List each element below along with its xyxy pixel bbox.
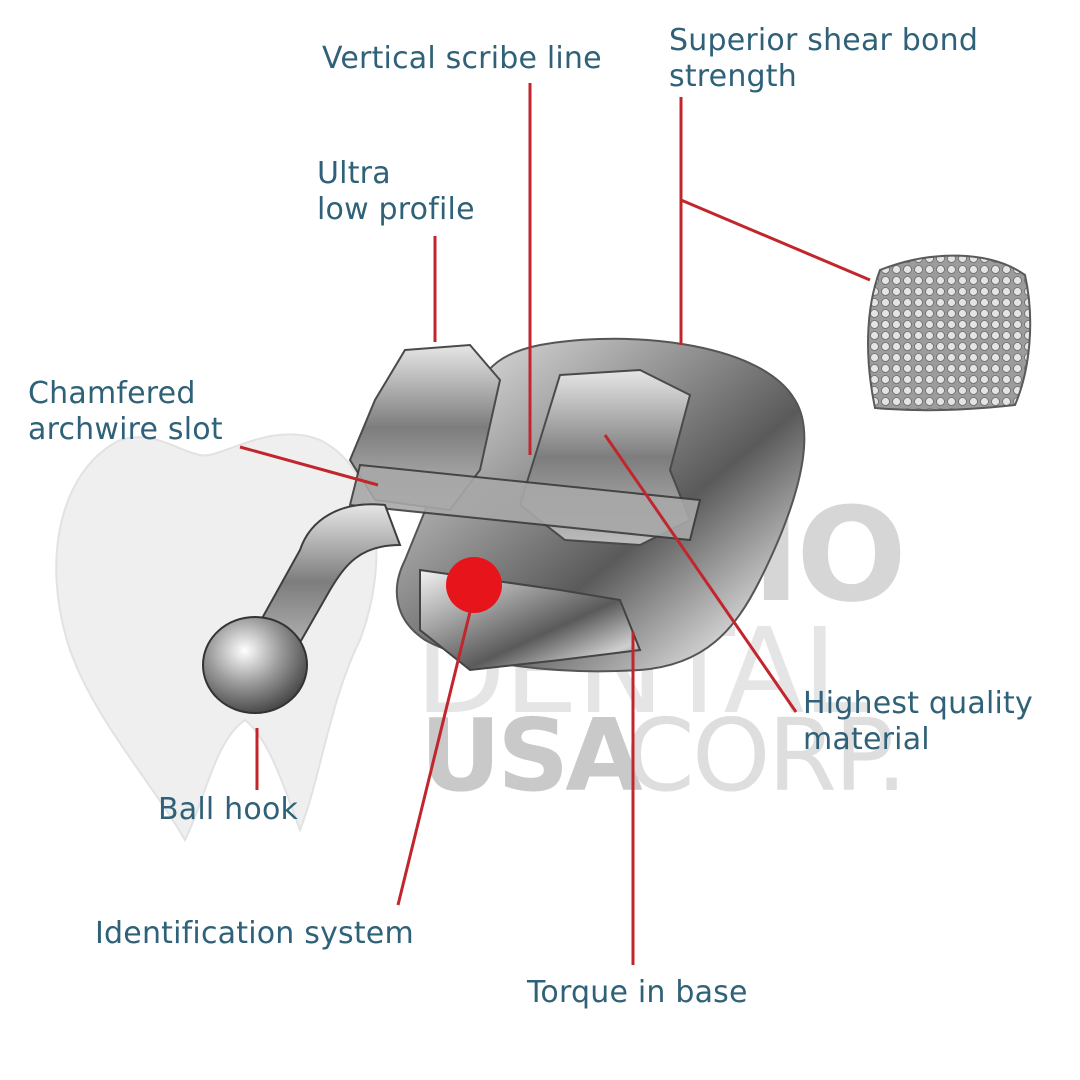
identification-dot [446,557,502,613]
label-chamfered-archwire-slot: Chamfered archwire slot [28,376,223,447]
label-vertical-scribe-line: Vertical scribe line [322,41,602,76]
leader-chamfered-archwire-slot [239,445,379,487]
archwire-slot [348,463,702,542]
leader-superior-shear-bond-branch [680,198,871,282]
label-superior-shear-bond-strength: Superior shear bond strength [669,23,979,94]
watermark-line3-light: CORP. [625,697,905,814]
watermark-line3-bold: USA [420,697,642,814]
ball-hook-ball [202,616,308,714]
leader-identification-system [396,611,472,906]
mesh-bonding-pad [867,254,1032,412]
leader-lines [239,83,871,965]
label-highest-quality-material: Highest quality material [803,686,1033,757]
label-ball-hook: Ball hook [158,792,299,827]
leader-highest-quality-material [603,434,798,713]
label-torque-in-base: Torque in base [527,975,748,1010]
label-identification-system: Identification system [95,916,414,951]
label-ultra-low-profile: Ultra low profile [317,156,475,227]
